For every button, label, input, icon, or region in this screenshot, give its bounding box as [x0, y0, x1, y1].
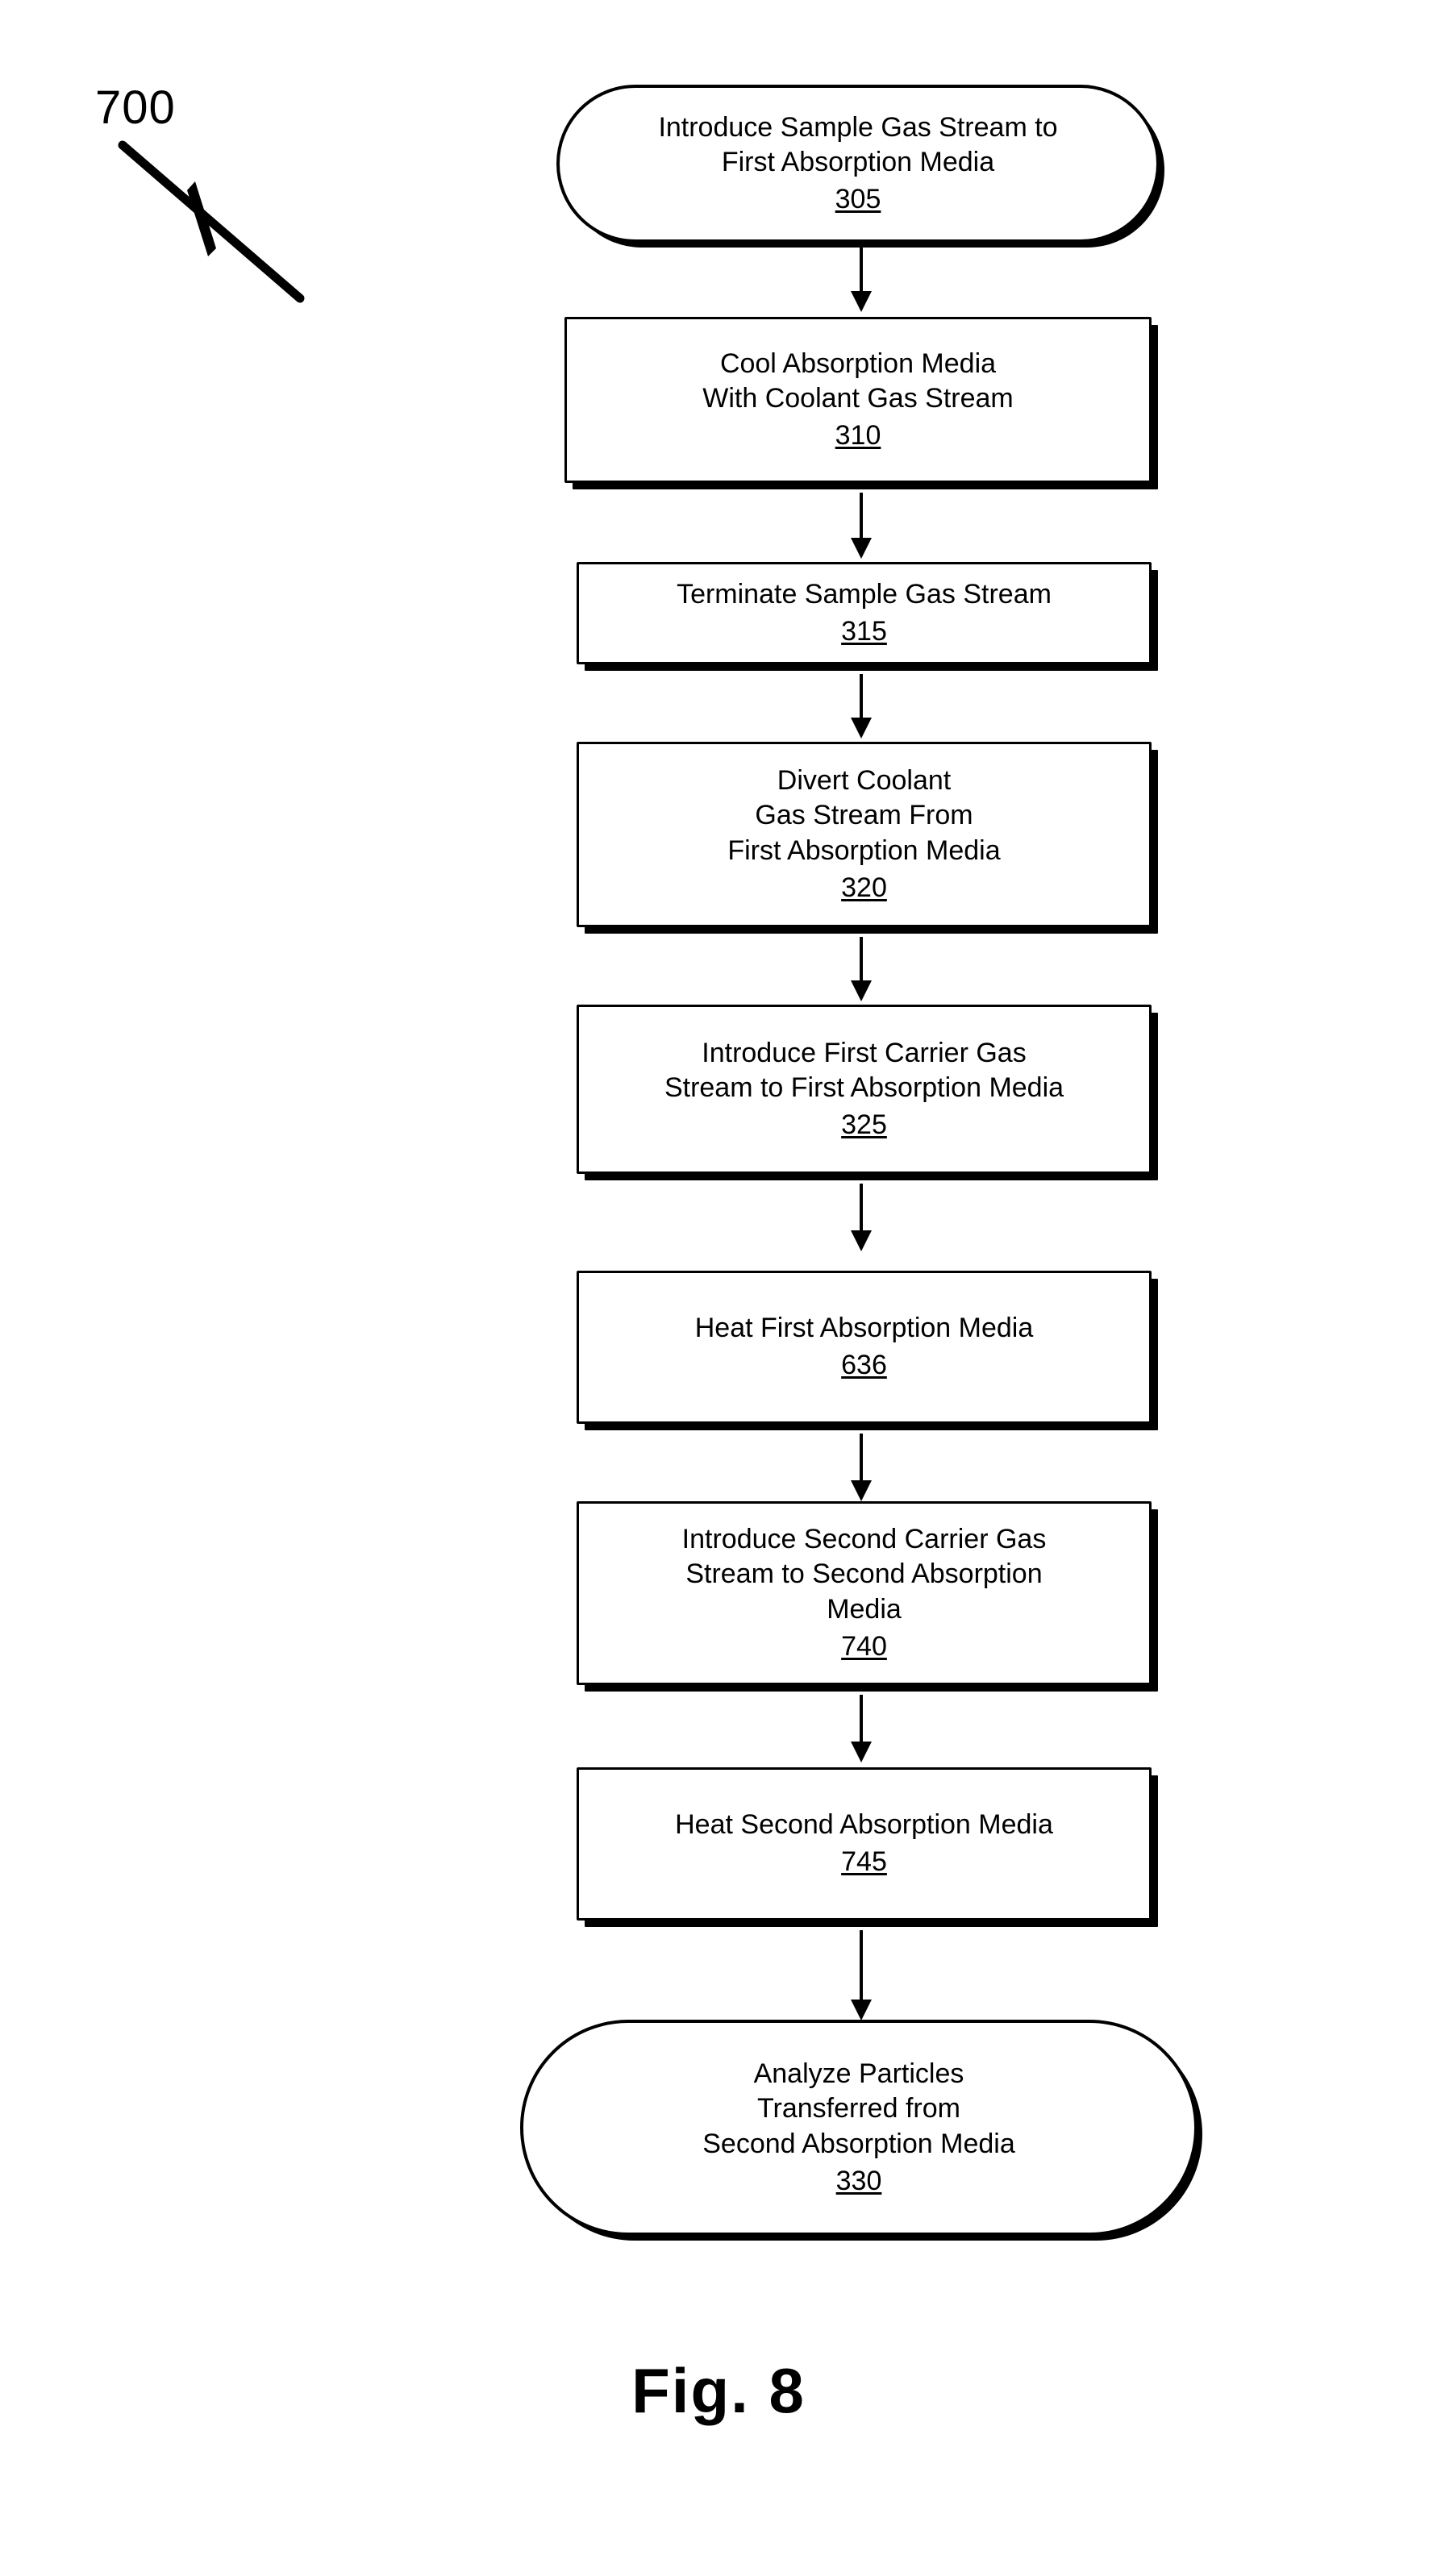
flow-node-325-text: Introduce First Carrier Gas Stream to Fi… — [664, 1037, 1064, 1104]
flow-node-330-ref: 330 — [835, 2165, 882, 2196]
lead-line-icon — [118, 140, 305, 303]
flow-node-636-ref: 636 — [841, 1350, 887, 1380]
flow-node-745-ref: 745 — [841, 1846, 887, 1877]
figure-reference-numeral: 700 — [95, 81, 176, 134]
flow-node-320-ref: 320 — [841, 872, 887, 903]
flow-node-310[interactable]: Cool Absorption Media With Coolant Gas S… — [564, 317, 1152, 483]
connector-305-to-310 — [851, 244, 872, 312]
connector-325-to-636 — [851, 1184, 872, 1251]
flow-node-315-ref: 315 — [841, 615, 887, 647]
flow-node-320[interactable]: Divert Coolant Gas Stream From First Abs… — [577, 742, 1152, 927]
flow-node-305-ref: 305 — [835, 183, 881, 214]
flow-node-305-text: Introduce Sample Gas Stream to First Abs… — [658, 111, 1058, 178]
flow-node-315[interactable]: Terminate Sample Gas Stream 315 — [577, 562, 1152, 664]
connector-636-to-740 — [851, 1434, 872, 1501]
flow-node-745[interactable]: Heat Second Absorption Media 745 — [577, 1767, 1152, 1921]
flow-node-636-text: Heat First Absorption Media — [694, 1313, 1034, 1344]
flow-node-305[interactable]: Introduce Sample Gas Stream to First Abs… — [556, 85, 1160, 243]
figure-caption: Fig. 8 — [631, 2355, 806, 2426]
flow-node-740-text: Introduce Second Carrier Gas Stream to S… — [681, 1523, 1047, 1625]
connector-320-to-325 — [851, 937, 872, 1001]
flow-node-330[interactable]: Analyze Particles Transferred from Secon… — [520, 2020, 1198, 2236]
flow-node-330-text: Analyze Particles Transferred from Secon… — [702, 2058, 1015, 2159]
connector-745-to-330 — [851, 1930, 872, 2020]
flow-node-315-text: Terminate Sample Gas Stream — [677, 578, 1052, 610]
flow-node-636[interactable]: Heat First Absorption Media 636 — [577, 1271, 1152, 1424]
connector-310-to-315 — [851, 493, 872, 559]
flow-node-320-text: Divert Coolant Gas Stream From First Abs… — [727, 764, 1001, 866]
flow-node-745-text: Heat Second Absorption Media — [675, 1809, 1053, 1841]
connector-315-to-320 — [851, 674, 872, 739]
flow-node-310-text: Cool Absorption Media With Coolant Gas S… — [702, 347, 1014, 414]
flow-node-310-ref: 310 — [835, 419, 881, 451]
connector-740-to-745 — [851, 1695, 872, 1762]
flow-node-740[interactable]: Introduce Second Carrier Gas Stream to S… — [577, 1501, 1152, 1685]
flow-node-740-ref: 740 — [841, 1630, 887, 1662]
flow-node-325[interactable]: Introduce First Carrier Gas Stream to Fi… — [577, 1005, 1152, 1174]
flow-node-325-ref: 325 — [841, 1109, 887, 1140]
